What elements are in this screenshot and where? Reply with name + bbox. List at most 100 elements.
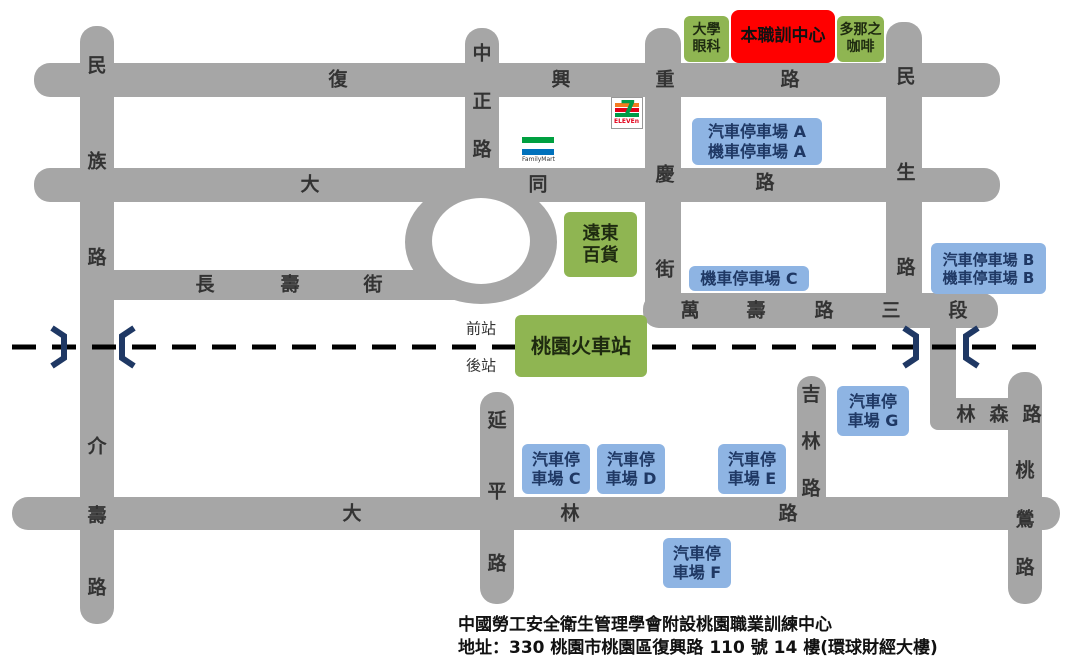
fuxing-label-3: 重 <box>655 68 675 91</box>
university-optical-line2: 眼科 <box>692 39 721 55</box>
wanshou-label-1: 萬 <box>680 299 700 322</box>
training-center-label: 本職訓中心 <box>740 26 826 47</box>
minzu-label-2: 族 <box>87 150 107 173</box>
chongqing-street-label: 街 <box>655 258 675 281</box>
parking-b-car: 汽車停車場 B <box>942 250 1035 269</box>
far-eastern-line1: 遠東 <box>582 222 619 244</box>
datong-label-2: 同 <box>528 173 548 196</box>
chongqing-street <box>645 28 681 328</box>
fuxing-label-4: 路 <box>780 68 800 91</box>
dalin-label-3: 路 <box>778 502 798 525</box>
yanping-label-3: 路 <box>487 552 507 575</box>
front-station-label: 前站 <box>465 319 497 338</box>
tunnel-icon-east <box>902 325 980 369</box>
parking-c-moto-label: 機車停車場 C <box>700 268 798 288</box>
minsheng-label-2: 生 <box>896 161 916 184</box>
university-optical-line1: 大學 <box>692 22 721 39</box>
parking-g-line1: 汽車停 <box>848 391 897 411</box>
familymart-icon: FamilyMart <box>522 137 555 167</box>
footer-address: 地址：330 桃園市桃園區復興路 110 號 14 樓(環球財經大樓) <box>458 638 938 658</box>
zhongzheng-label-3: 路 <box>472 138 492 161</box>
training-center: 本職訓中心 <box>731 10 835 63</box>
zhongzheng-label-1: 中 <box>472 42 492 65</box>
parking-e: 汽車停車場 E <box>718 444 786 494</box>
roundabout-center <box>432 198 530 284</box>
back-station-label: 後站 <box>465 356 497 375</box>
fuxing-label-1: 復 <box>328 68 348 91</box>
minzu-road <box>80 26 114 624</box>
changshou-label-2: 壽 <box>280 273 300 296</box>
zhongzheng-road <box>465 28 499 188</box>
datong-label-3: 慶 <box>655 163 675 186</box>
fuxing-label-2: 興 <box>551 68 571 91</box>
minsheng-road <box>886 22 922 328</box>
taoyuan-station-label: 桃園火車站 <box>531 334 631 358</box>
parking-f-line1: 汽車停 <box>672 543 721 563</box>
dalin-label-1: 大 <box>342 502 362 525</box>
taoying-label-3: 路 <box>1015 556 1035 579</box>
yanping-label-2: 平 <box>487 480 507 503</box>
changshou-label-3: 街 <box>363 273 383 296</box>
parking-c-line1: 汽車停 <box>531 449 580 469</box>
jieshou-label-2: 壽 <box>87 504 107 527</box>
dona-cafe: 多那之咖啡 <box>837 16 884 62</box>
taoying-road <box>1008 372 1042 604</box>
parking-e-line2: 車場 E <box>727 469 777 488</box>
jilin-label-1: 吉 <box>801 383 821 406</box>
parking-f-line2: 車場 F <box>672 563 722 582</box>
parking-a-car: 汽車停車場 A <box>708 122 806 142</box>
jieshou-label-1: 介 <box>87 435 107 458</box>
parking-e-line1: 汽車停 <box>727 449 776 469</box>
footer-organization: 中國勞工安全衛生管理學會附設桃園職業訓練中心 <box>458 615 832 635</box>
dalin-road <box>12 497 1060 530</box>
zhongzheng-label-2: 正 <box>472 90 492 113</box>
wanshou-label-2: 壽 <box>746 299 766 322</box>
jilin-label-2: 林 <box>801 430 821 453</box>
jieshou-label-3: 路 <box>87 576 107 599</box>
wanshou-label-5: 段 <box>948 299 968 322</box>
linsen-label-2: 森 <box>989 403 1009 426</box>
taoying-label-1: 桃 <box>1015 459 1035 482</box>
taoyuan-station: 桃園火車站 <box>515 315 647 377</box>
datong-label-1: 大 <box>300 173 320 196</box>
far-eastern-dept-store: 遠東百貨 <box>564 212 637 277</box>
parking-d-line2: 車場 D <box>605 469 657 488</box>
parking-a-moto: 機車停車場 A <box>708 141 806 161</box>
parking-c-moto: 機車停車場 C <box>689 266 809 291</box>
changshou-label-1: 長 <box>195 273 215 296</box>
far-eastern-line2: 百貨 <box>582 244 619 266</box>
yanping-label-1: 延 <box>487 409 507 432</box>
seven-eleven-text: ELEVEn <box>614 118 640 125</box>
parking-d: 汽車停車場 D <box>597 444 665 494</box>
taoying-label-2: 鶯 <box>1015 508 1035 531</box>
fuxing-road <box>34 63 1000 97</box>
jilin-label-3: 路 <box>801 477 821 500</box>
minzu-label-3: 路 <box>87 246 107 269</box>
parking-c-line2: 車場 C <box>531 469 581 488</box>
parking-c: 汽車停車場 C <box>522 444 590 494</box>
familymart-text: FamilyMart <box>522 156 555 163</box>
datong-label-4: 路 <box>755 171 775 194</box>
dona-cafe-line2: 咖啡 <box>846 39 875 55</box>
parking-f: 汽車停車場 F <box>663 538 731 588</box>
yanping-road <box>480 392 514 604</box>
university-optical: 大學眼科 <box>684 16 729 62</box>
wanshou-label-4: 三 <box>881 299 901 322</box>
dalin-label-2: 林 <box>560 502 580 525</box>
parking-g-line2: 車場 G <box>847 411 899 430</box>
parking-g: 汽車停車場 G <box>837 386 909 436</box>
parking-d-line1: 汽車停 <box>606 449 655 469</box>
linsen-label-1: 林 <box>956 403 976 426</box>
linsen-label-3: 路 <box>1022 403 1042 426</box>
tunnel-icon-west <box>50 325 136 369</box>
parking-b-moto: 機車停車場 B <box>942 268 1035 287</box>
minzu-label-1: 民 <box>87 54 107 77</box>
minsheng-label-1: 民 <box>896 65 916 88</box>
seven-eleven-icon: 7 ELEVEn <box>611 97 643 129</box>
dona-cafe-line1: 多那之 <box>839 22 882 39</box>
jilin-road <box>797 376 826 526</box>
wanshou-label-3: 路 <box>814 299 834 322</box>
